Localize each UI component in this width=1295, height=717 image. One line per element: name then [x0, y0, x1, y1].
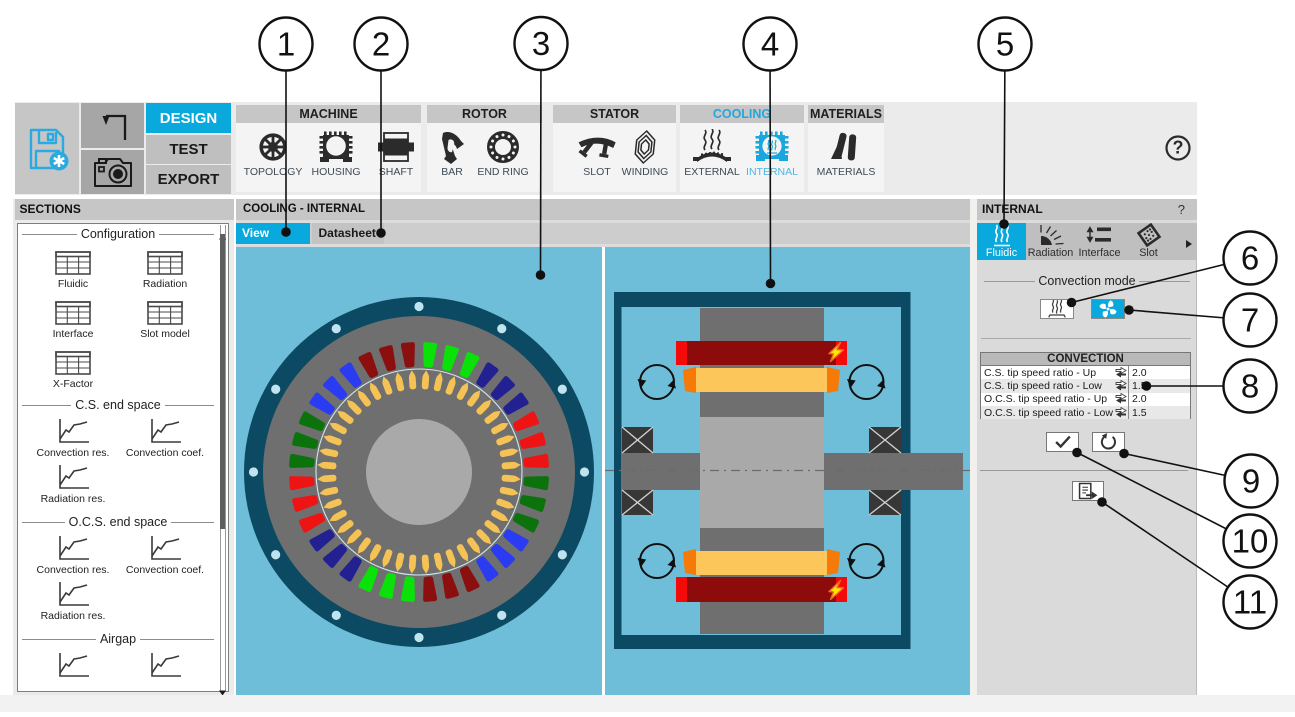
svg-text:6: 6 — [1241, 240, 1259, 277]
svg-text:2: 2 — [372, 26, 390, 63]
svg-text:7: 7 — [1241, 302, 1259, 339]
svg-text:?: ? — [1173, 138, 1184, 158]
svg-text:3: 3 — [532, 25, 550, 62]
svg-text:8: 8 — [1241, 368, 1259, 405]
svg-text:9: 9 — [1242, 463, 1260, 500]
svg-text:11: 11 — [1233, 584, 1267, 621]
svg-text:5: 5 — [996, 26, 1014, 63]
svg-text:1: 1 — [277, 26, 295, 63]
svg-text:4: 4 — [761, 26, 779, 63]
svg-text:10: 10 — [1232, 523, 1269, 560]
